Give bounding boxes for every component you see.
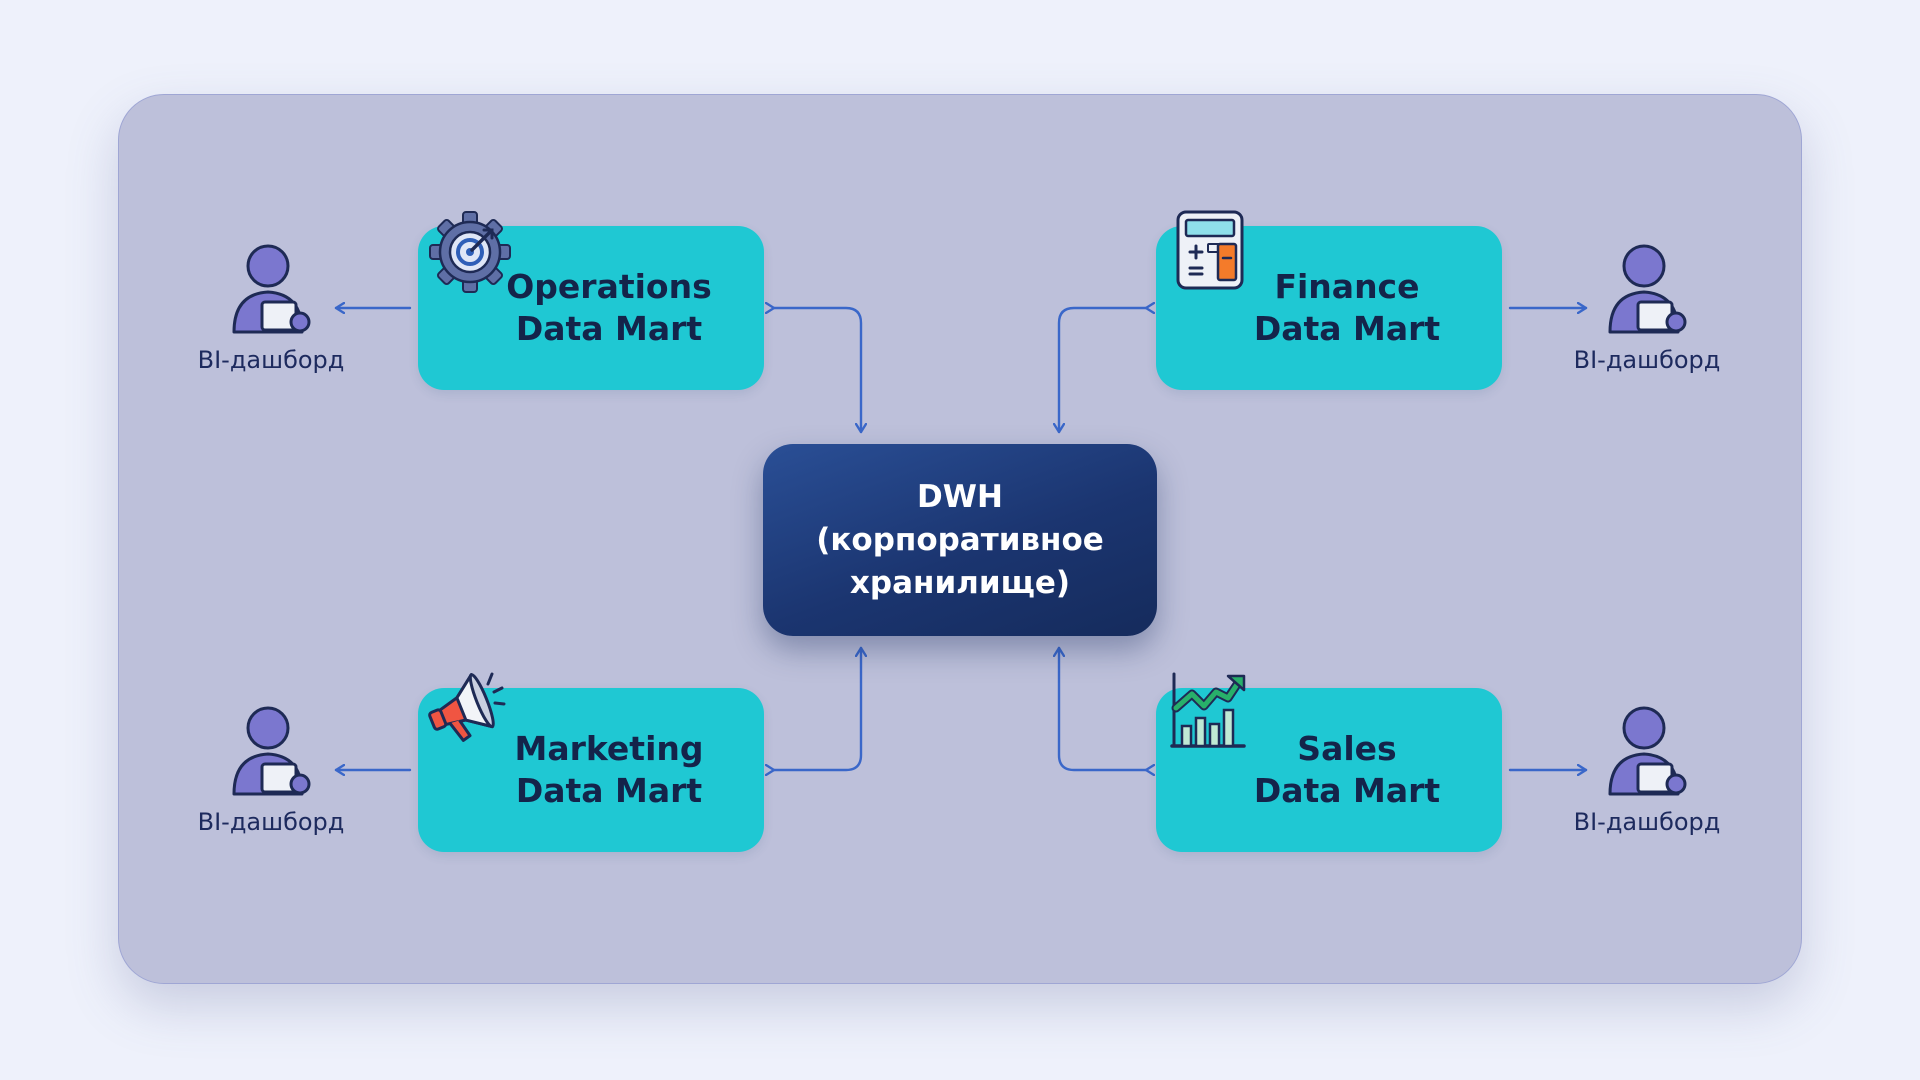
sales-mart-title: Sales	[1297, 729, 1397, 768]
bi-dashboard-consumer-top-left: BI-дашборд	[190, 244, 344, 384]
growth-chart-icon	[1170, 672, 1246, 748]
user-with-report-icon	[1608, 706, 1687, 796]
sales-mart-subtitle: Data Mart	[1253, 771, 1441, 810]
dwh-central-node: DWH (корпоративное хранилище)	[763, 444, 1157, 636]
bi-dashboard-consumer-bottom-left: BI-дашборд	[190, 706, 344, 846]
bi-dashboard-label: BI-дашборд	[197, 346, 345, 374]
user-with-report-icon	[1608, 244, 1687, 334]
finance-mart-title: Finance	[1274, 267, 1420, 306]
dwh-subtitle-line2: хранилище)	[849, 564, 1071, 601]
user-with-report-icon	[232, 244, 311, 334]
dwh-label: DWH (корпоративное хранилище)	[816, 476, 1104, 605]
bi-dashboard-label: BI-дашборд	[197, 808, 345, 836]
gear-target-icon	[429, 211, 511, 293]
bi-dashboard-consumer-bottom-right: BI-дашборд	[1566, 706, 1720, 846]
operations-mart-title: Operations	[506, 267, 712, 306]
dwh-subtitle-line1: (корпоративное	[816, 521, 1104, 558]
operations-mart-label: Operations Data Mart	[506, 266, 712, 350]
dwh-title: DWH	[917, 478, 1003, 515]
bi-dashboard-consumer-top-right: BI-дашборд	[1566, 244, 1720, 384]
marketing-mart-title: Marketing	[514, 729, 704, 768]
finance-mart-subtitle: Data Mart	[1253, 309, 1441, 348]
bi-dashboard-label: BI-дашборд	[1573, 346, 1721, 374]
finance-mart-label: Finance Data Mart	[1254, 266, 1440, 350]
operations-mart-subtitle: Data Mart	[515, 309, 703, 348]
marketing-mart-label: Marketing Data Mart	[514, 728, 703, 812]
user-with-report-icon	[232, 706, 311, 796]
marketing-mart-subtitle: Data Mart	[515, 771, 703, 810]
bi-dashboard-label: BI-дашборд	[1573, 808, 1721, 836]
megaphone-icon	[428, 672, 506, 742]
calculator-icon	[1176, 210, 1244, 290]
sales-mart-label: Sales Data Mart	[1254, 728, 1440, 812]
sales-data-mart: Sales Data Mart	[1156, 688, 1502, 852]
